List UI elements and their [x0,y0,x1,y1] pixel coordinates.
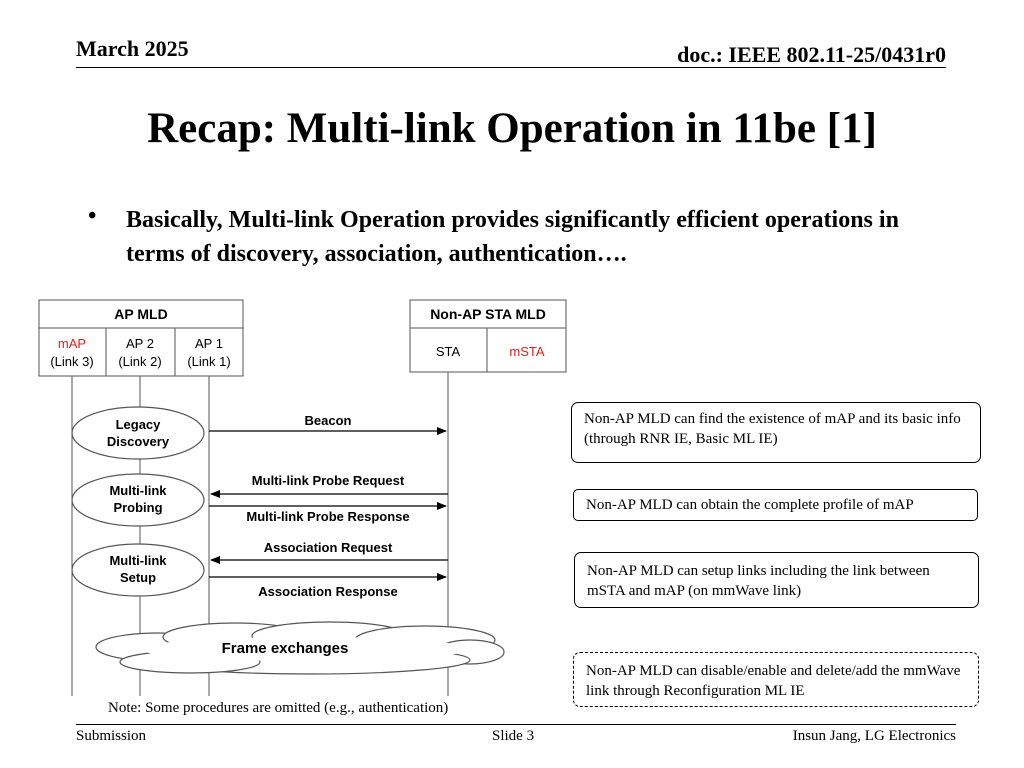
ap-name-ap2: AP 2 [126,336,154,351]
header-divider [76,67,946,68]
callout-setup: Non-AP MLD can setup links including the… [574,552,979,608]
svg-text:Association Response: Association Response [258,584,397,599]
ap-mld-box: AP MLD mAP (Link 3) AP 2 (Link 2) AP 1 (… [38,299,244,377]
frame-exchanges-cloud: Frame exchanges [95,621,505,675]
footer-author: Insun Jang, LG Electronics [792,728,956,744]
ap-link-3: (Link 3) [50,354,93,369]
svg-text:Multi-link Probe Response: Multi-link Probe Response [246,509,409,524]
sta-name: STA [436,344,461,359]
callout-probing: Non-AP MLD can obtain the complete profi… [573,489,978,521]
header-doc-id: doc.: IEEE 802.11-25/0431r0 [677,42,946,67]
ap-name-ap1: AP 1 [195,336,223,351]
phase-legacy-discovery: Legacy Discovery [71,406,205,460]
footer-slide-number: Slide 3 [492,728,535,744]
footer-divider [76,724,956,725]
diagram-note: Note: Some procedures are omitted (e.g.,… [108,700,449,716]
phase-multilink-setup: Multi-link Setup [71,543,205,597]
svg-text:Legacy: Legacy [116,417,162,432]
sta-mld-title: Non-AP STA MLD [430,306,546,322]
message-probe-response: Multi-link Probe Response [209,502,447,524]
mlo-sequence-diagram: AP MLD mAP (Link 3) AP 2 (Link 2) AP 1 (… [38,299,567,696]
sta-mld-box: Non-AP STA MLD STA mSTA [409,299,567,373]
msta-name: mSTA [509,344,544,359]
svg-text:Discovery: Discovery [107,434,170,449]
svg-text:Association Request: Association Request [264,540,393,555]
svg-text:Multi-link: Multi-link [109,483,167,498]
message-beacon: Beacon [209,413,447,435]
bullet-text: Basically, Multi-link Operation provides… [126,207,899,267]
svg-text:Probing: Probing [113,500,162,515]
callout-discovery: Non-AP MLD can find the existence of mAP… [571,402,981,463]
svg-text:Setup: Setup [120,570,156,585]
callout-reconfiguration: Non-AP MLD can disable/enable and delete… [573,652,979,707]
bullet-marker: • [88,203,97,229]
ap-link-2: (Link 2) [118,354,161,369]
svg-text:Multi-link: Multi-link [109,553,167,568]
message-association-response: Association Response [209,573,447,599]
ap-mld-title: AP MLD [114,306,167,322]
slide-title: Recap: Multi-link Operation in 11be [1] [147,105,877,152]
svg-text:Multi-link Probe Request: Multi-link Probe Request [252,473,405,488]
header-date: March 2025 [76,36,189,61]
message-probe-request: Multi-link Probe Request [210,473,448,498]
phase-multilink-probing: Multi-link Probing [71,473,205,527]
ap-link-1: (Link 1) [187,354,230,369]
svg-text:Beacon: Beacon [305,413,352,428]
ap-name-map: mAP [58,336,86,351]
message-association-request: Association Request [210,540,448,564]
footer-submission: Submission [76,728,147,744]
svg-text:Frame exchanges: Frame exchanges [222,640,349,657]
